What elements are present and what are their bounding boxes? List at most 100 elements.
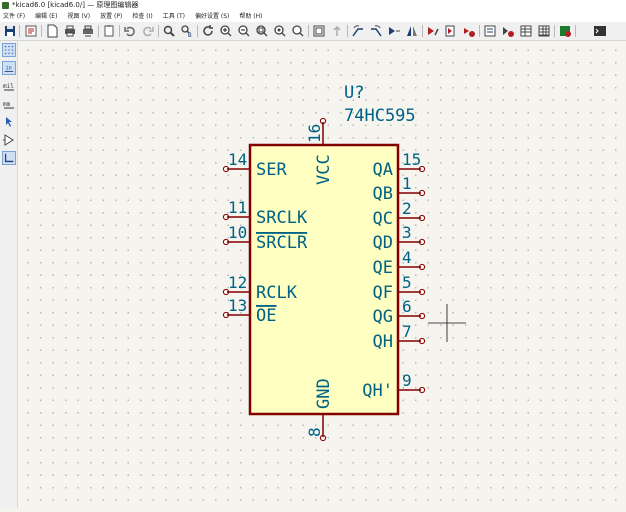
footprint-assign-icon[interactable] [501,24,515,38]
units-mm-label: mm [3,101,11,108]
pin-name: VCC [314,154,334,185]
undo-icon[interactable] [123,24,137,38]
pin-name: SRCLK [256,208,308,228]
pin-end-2[interactable] [418,214,426,222]
pin-number: 13 [228,296,247,315]
units-mil-button[interactable]: mil [2,79,16,93]
wire-angle-icon[interactable] [2,151,16,165]
units-inch-label: in [6,66,12,72]
zoom-fit-icon[interactable] [255,24,269,38]
pin-number: 8 [305,427,324,437]
schematic-drawing[interactable]: U? 74HC595 14SER11SRCLK10SRCLR12RCLK13OE… [18,41,626,508]
print-icon[interactable] [63,24,77,38]
pin-end-8[interactable] [319,434,327,442]
pin-number: 10 [228,223,247,242]
pin-name: QH' [362,381,393,401]
pin-name: QE [373,258,393,278]
pin-end-4[interactable] [418,263,426,271]
pin-number: 16 [305,124,324,143]
pin-name: QD [373,233,393,253]
refresh-icon[interactable] [201,24,215,38]
pin-number: 5 [402,273,412,292]
pin-number: 4 [402,248,412,267]
menu-inspect[interactable]: 检查 (I) [132,13,153,20]
symbol-fields-icon[interactable] [519,24,533,38]
pin-number: 3 [402,223,412,242]
kicad-app-icon [2,2,9,9]
plot-icon[interactable] [81,24,95,38]
menu-file[interactable]: 文件 (F) [3,13,26,20]
symbol-body[interactable] [248,143,400,416]
units-mil-label: mil [3,83,14,90]
mirror-horizontal-icon[interactable] [405,24,419,38]
symbol-value[interactable]: 74HC595 [344,106,416,126]
pin-end-12[interactable] [222,288,230,296]
crosshair-cursor [428,304,466,342]
pin-end-9[interactable] [418,386,426,394]
cursor-icon[interactable] [2,115,16,129]
units-inch-button[interactable]: in [2,61,16,75]
symbol-editor-icon[interactable] [426,24,440,38]
units-mm-button[interactable]: mm [2,97,16,111]
pin-end-14[interactable] [222,165,230,173]
title-bar: *kicad6.0 [kicad6.0/] — 原理图编辑器 [0,0,626,11]
annotate-icon[interactable] [462,24,476,38]
rotate-ccw-icon[interactable] [351,24,365,38]
symbol-reference[interactable]: U? [344,83,364,103]
symbol-browser-icon[interactable] [444,24,458,38]
pin-end-5[interactable] [418,288,426,296]
main-toolbar: B [0,22,626,41]
menu-edit[interactable]: 编辑 (E) [35,13,58,20]
find-icon[interactable] [162,24,176,38]
rotate-cw-icon[interactable] [369,24,383,38]
find-replace-icon[interactable]: B [180,24,194,38]
pin-end-11[interactable] [222,213,230,221]
pin-end-16[interactable] [319,117,327,125]
pin-end-6[interactable] [418,312,426,320]
hidden-pins-icon[interactable] [2,133,16,147]
symbol-pins: 14SER11SRCLK10SRCLR12RCLK13OE15QA1QB2QC3… [222,117,426,442]
menu-place[interactable]: 放置 (P) [100,13,123,20]
scripting-console-icon[interactable] [593,24,607,38]
redo-icon[interactable] [141,24,155,38]
pin-name: QA [373,160,393,180]
pin-end-3[interactable] [418,238,426,246]
pcb-editor-icon[interactable] [558,24,572,38]
grid-icon[interactable] [2,43,16,57]
pin-end-10[interactable] [222,238,230,246]
zoom-object-icon[interactable] [273,24,287,38]
pin-end-1[interactable] [418,189,426,197]
bom-icon[interactable] [537,24,551,38]
erc-icon[interactable] [483,24,497,38]
pin-end-13[interactable] [222,311,230,319]
pin-name: QH [373,332,393,352]
mirror-vertical-icon[interactable] [387,24,401,38]
pin-name: GND [314,378,334,409]
zoom-tool-icon[interactable] [291,24,305,38]
zoom-out-icon[interactable] [237,24,251,38]
pin-end-15[interactable] [418,165,426,173]
pin-end-7[interactable] [418,337,426,345]
menu-view[interactable]: 视图 (V) [67,13,91,20]
schematic-setup-icon[interactable] [24,24,38,38]
menu-help[interactable]: 帮助 (H) [239,13,263,20]
paste-icon[interactable] [102,24,116,38]
pin-name: RCLK [256,283,298,303]
left-toolbar: in mil mm [0,41,18,508]
zoom-in-icon[interactable] [219,24,233,38]
pin-name: OE [256,306,276,326]
pin-number: 9 [402,371,412,390]
pin-number: 1 [402,174,412,193]
hierarchy-navigator-icon[interactable] [312,24,326,38]
page-settings-icon[interactable] [45,24,59,38]
leave-sheet-icon[interactable] [330,24,344,38]
menu-tools[interactable]: 工具 (T) [162,13,185,20]
save-icon[interactable] [3,24,17,38]
pin-name: QB [373,184,393,204]
pin-number: 2 [402,199,412,218]
menu-preferences[interactable]: 偏好设置 (S) [194,13,230,20]
pin-number: 11 [228,198,247,217]
pin-number: 7 [402,322,412,341]
pin-number: 14 [228,150,247,169]
